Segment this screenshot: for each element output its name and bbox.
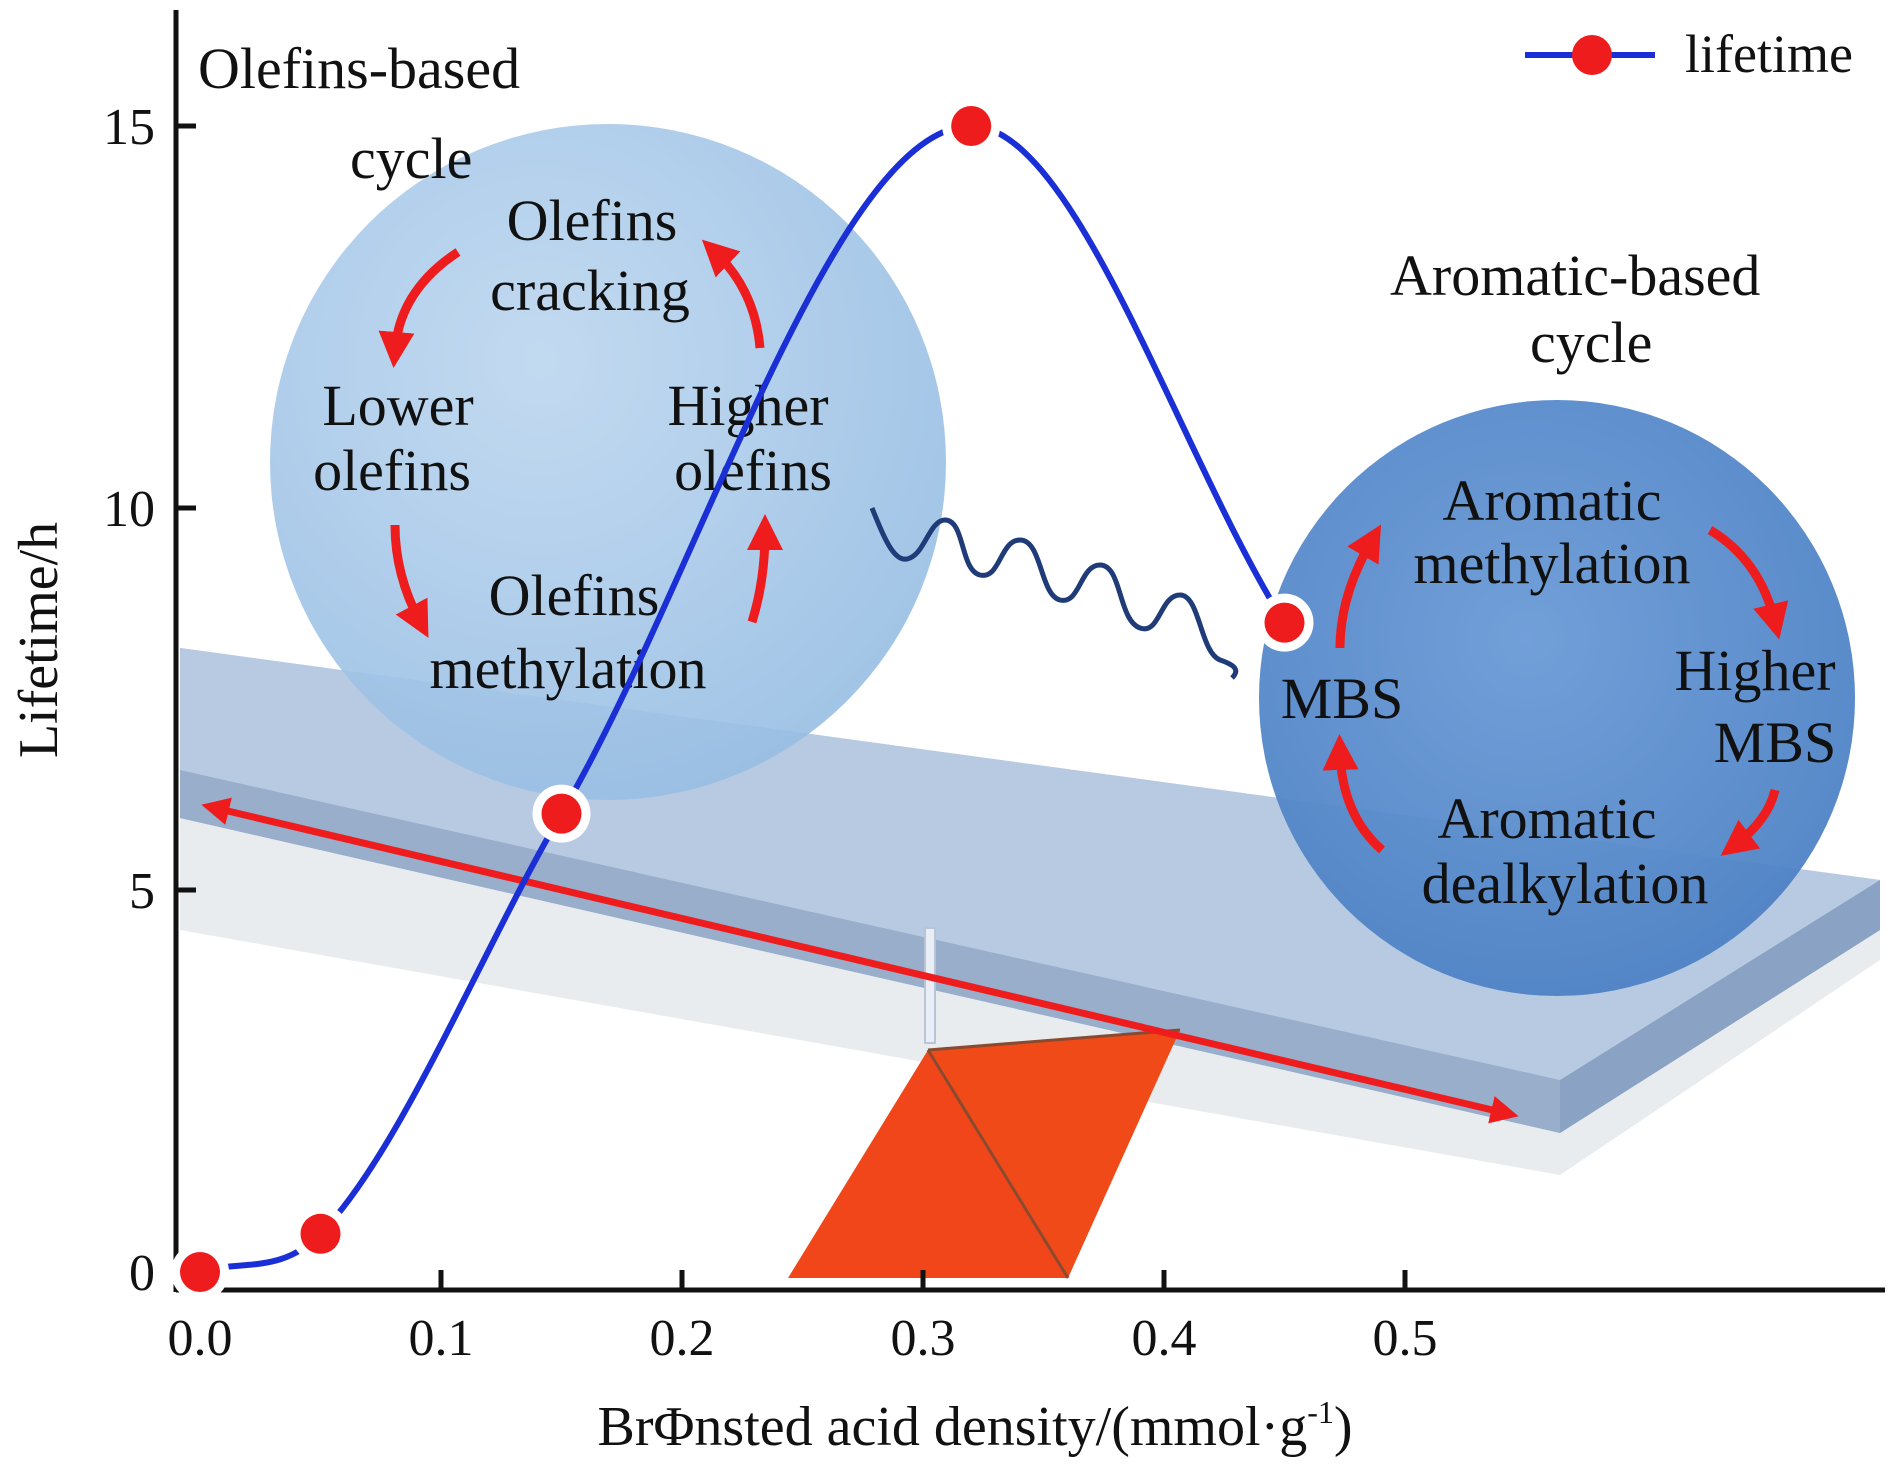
cycle-arrow <box>378 248 461 368</box>
x-tick-label: 0.5 <box>1373 1310 1438 1367</box>
x-tick-label: 0.4 <box>1132 1310 1197 1367</box>
wavy-connector <box>869 507 1239 680</box>
olefins-right-label: olefins <box>674 438 832 503</box>
olefins-top-label: cracking <box>490 258 690 323</box>
x-axis-title-main: BrΦnsted acid density/(mmol·g <box>597 1396 1307 1458</box>
legend: lifetime <box>1525 24 1853 84</box>
aromatic-right-label: MBS <box>1714 710 1837 775</box>
x-tick-label: 0.2 <box>650 1310 715 1367</box>
aromatic-cycle-title: cycle <box>1530 310 1652 375</box>
olefins-left-label: olefins <box>313 438 471 503</box>
olefins-cycle-circle <box>270 124 946 800</box>
cycle-arrow <box>746 514 783 624</box>
y-tick-label: 5 <box>129 863 155 920</box>
cycle-arrow <box>1707 526 1789 640</box>
legend-marker-sample <box>1572 35 1612 75</box>
olefins-cycle-title: cycle <box>350 126 472 191</box>
series-layer <box>171 97 1314 1301</box>
y-tick-label: 15 <box>103 99 155 156</box>
data-point <box>1264 602 1305 643</box>
cycle-arrow <box>1322 734 1386 854</box>
cycle-arrow <box>1335 524 1382 649</box>
cycle-arrow <box>701 239 765 349</box>
legend-label: lifetime <box>1685 24 1853 84</box>
olefins-cycle-title: Olefins-based <box>198 36 520 101</box>
y-tick-label: 10 <box>103 481 155 538</box>
x-axis-title-sup: -1 <box>1307 1394 1334 1430</box>
cycle-arrow <box>390 524 429 638</box>
x-tick-label: 0.0 <box>168 1310 233 1367</box>
aromatic-cycle-circle <box>1259 400 1855 996</box>
aromatic-cycle-title: Aromatic-based <box>1390 243 1760 308</box>
y-tick-label: 0 <box>129 1245 155 1302</box>
data-point <box>951 106 992 146</box>
olefins-top-label: Olefins <box>507 188 678 253</box>
aromatic-top-label: methylation <box>1413 531 1690 596</box>
x-axis-title: BrΦnsted acid density/(mmol·g-1) <box>597 1394 1352 1458</box>
aromatic-bottom-label: Aromatic <box>1437 786 1656 851</box>
x-tick-label: 0.3 <box>891 1310 956 1367</box>
aromatic-right-label: Higher <box>1674 638 1835 703</box>
olefins-bottom-label: methylation <box>429 636 706 701</box>
balance-arrow <box>201 797 1519 1124</box>
olefins-cycle: Olefins cracking Lower olefins Higher ol… <box>270 124 946 800</box>
aromatic-top-label: Aromatic <box>1442 468 1661 533</box>
aromatic-cycle: Aromatic methylation MBS Higher MBS Arom… <box>1259 400 1855 996</box>
cycle-arrow <box>1720 788 1780 856</box>
olefins-left-label: Lower <box>322 373 473 438</box>
data-point <box>180 1252 220 1292</box>
x-axis-title-end: ) <box>1334 1396 1353 1458</box>
data-point <box>541 793 582 834</box>
aromatic-left-label: MBS <box>1281 666 1404 731</box>
axes: 0 5 10 15 0.0 0.1 0.2 0.3 0.4 0.5 <box>103 10 1885 1367</box>
olefins-bottom-label: Olefins <box>489 563 660 628</box>
y-axis-title: Lifetime/h <box>8 522 70 758</box>
data-point <box>300 1213 341 1254</box>
aromatic-bottom-label: dealkylation <box>1422 851 1709 916</box>
x-tick-label: 0.1 <box>409 1310 474 1367</box>
